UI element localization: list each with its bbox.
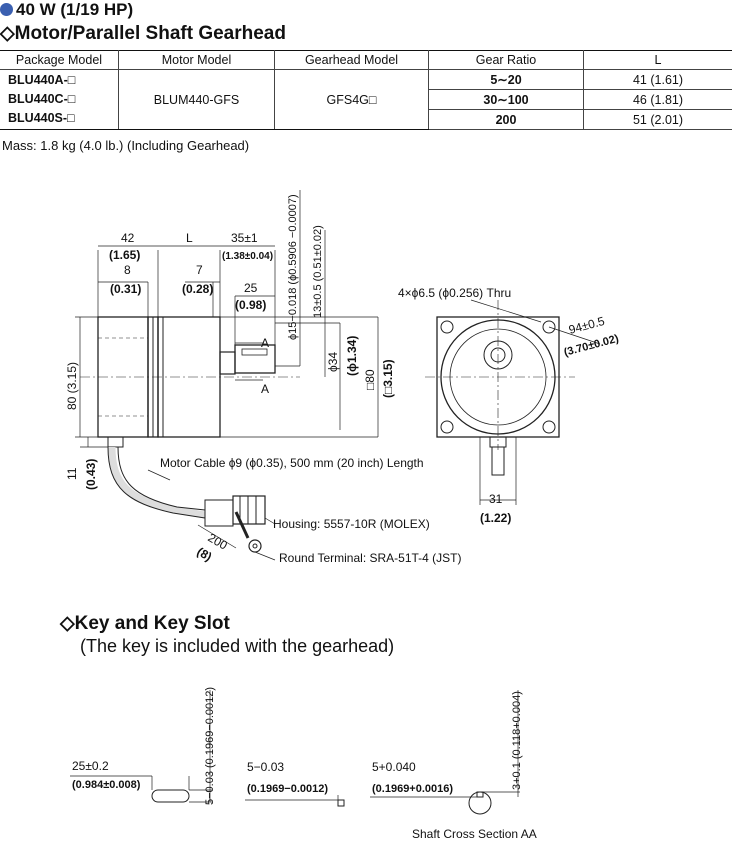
dim-shaft-dia: ϕ15−0.018 (ϕ0.5906 −0.0007): [287, 194, 299, 340]
dim-sq3-15: (□3.15): [381, 359, 395, 398]
dim-7: 7: [196, 263, 203, 277]
dim-8b: (8): [195, 544, 215, 563]
col-l: L: [583, 50, 732, 70]
motor-model-cell: BLUM440-GFS: [118, 69, 275, 130]
col-motor-model: Motor Model: [118, 50, 275, 70]
table-header-row: Package Model Motor Model Gearhead Model…: [0, 50, 732, 70]
dim-13: 13±0.5 (0.51±0.02): [312, 225, 324, 318]
dim-0-28: (0.28): [182, 282, 213, 296]
dim-1-34: (ϕ1.34): [345, 336, 359, 376]
col-gearhead-model: Gearhead Model: [274, 50, 429, 70]
ratio-cell: 5∼20: [428, 69, 584, 90]
mass-note: Mass: 1.8 kg (4.0 lb.) (Including Gearhe…: [2, 138, 250, 153]
key-section-note: (The key is included with the gearhead): [80, 636, 395, 656]
key-section-title: ◇Key and Key Slot: [60, 613, 230, 634]
motor-front-view: [425, 300, 575, 476]
section-a-bottom: A: [261, 382, 269, 396]
dim-80: 80 (3.15): [65, 362, 79, 410]
key-height: 5−0.03 (0.1969−0.0012): [204, 687, 216, 805]
housing-label: Housing: 5557-10R (MOLEX): [273, 517, 430, 531]
col-gear-ratio: Gear Ratio: [428, 50, 584, 70]
terminal-label: Round Terminal: SRA-51T-4 (JST): [279, 551, 462, 565]
key-dimension-lines: [70, 690, 520, 803]
bullet-dot-icon: [0, 3, 13, 16]
package-a: BLU440A-□: [8, 73, 76, 87]
dim-25: 25: [244, 281, 258, 295]
dim-0-43: (0.43): [84, 459, 98, 490]
section-subtitle: ◇Motor/Parallel Shaft Gearhead: [0, 23, 286, 44]
holes-label: 4×ϕ6.5 (ϕ0.256) Thru: [398, 286, 511, 300]
dim-1-22: (1.22): [480, 511, 511, 525]
spec-table: Package Model Motor Model Gearhead Model…: [0, 50, 732, 130]
table-row: 30∼100 46 (1.81): [0, 89, 732, 110]
dim-l: L: [186, 231, 193, 245]
dim-34: ϕ34: [326, 352, 340, 372]
title-text: 40 W (1/19 HP): [16, 0, 134, 19]
motor-cable-label: Motor Cable ϕ9 (ϕ0.35), 500 mm (20 inch)…: [160, 456, 424, 470]
key-labels: 25±0.2 (0.984±0.008) 5−0.03 (0.1969−0.00…: [72, 687, 537, 841]
l-cell: 41 (1.61): [583, 69, 732, 90]
col-package-model: Package Model: [0, 50, 119, 70]
section-a-top: A: [261, 336, 269, 350]
slot-depth: 3+0.1 (0.118+0.004): [511, 691, 523, 790]
dim-11: 11: [65, 467, 79, 480]
slot-width-in: (0.1969+0.0016): [372, 783, 453, 795]
gearhead-model-cell: GFS4G□: [274, 69, 429, 130]
dim-0-98: (0.98): [235, 298, 266, 312]
key-len-in: (0.984±0.008): [72, 779, 141, 791]
dim-0-31: (0.31): [110, 282, 141, 296]
ratio-cell: 30∼100: [428, 89, 584, 110]
key-len: 25±0.2: [72, 759, 109, 773]
key-drawing: [151, 789, 492, 815]
dim-sq80: □80: [363, 369, 377, 390]
side-view-labels: 42 (1.65) L 35±1 (1.38±0.04) 8 (0.31) 7 …: [65, 194, 462, 565]
table-row: 200 51 (2.01): [0, 109, 732, 130]
slot-width: 5+0.040: [372, 760, 416, 774]
dim-1-38: (1.38±0.04): [222, 251, 273, 262]
dim-42: 42: [121, 231, 135, 245]
dim-1-65: (1.65): [109, 248, 140, 262]
key-width-in: (0.1969−0.0012): [247, 783, 328, 795]
front-dimension-lines: [470, 299, 601, 505]
dim-8: 8: [124, 263, 131, 277]
motor-side-view: [80, 316, 300, 553]
page-title: 40 W (1/19 HP): [0, 0, 133, 20]
dim-94: 94±0.5: [567, 314, 606, 337]
dim-31: 31: [489, 492, 503, 506]
package-s: BLU440S-□: [8, 111, 75, 125]
dim-35: 35±1: [231, 231, 258, 245]
table-row: BLU440A-□ BLU440C-□ BLU440S-□ BLUM440-GF…: [0, 69, 732, 130]
dimension-lines: [75, 190, 379, 561]
package-cell: BLU440A-□ BLU440C-□ BLU440S-□: [0, 69, 119, 130]
ratio-cell: 200: [428, 109, 584, 130]
key-width: 5−0.03: [247, 760, 284, 774]
front-view-labels: 4×ϕ6.5 (ϕ0.256) Thru 94±0.5 (3.70±0.02) …: [398, 286, 620, 525]
l-cell: 46 (1.81): [583, 89, 732, 110]
package-c: BLU440C-□: [8, 92, 76, 106]
l-cell: 51 (2.01): [583, 109, 732, 130]
section-caption: Shaft Cross Section AA: [412, 827, 537, 841]
